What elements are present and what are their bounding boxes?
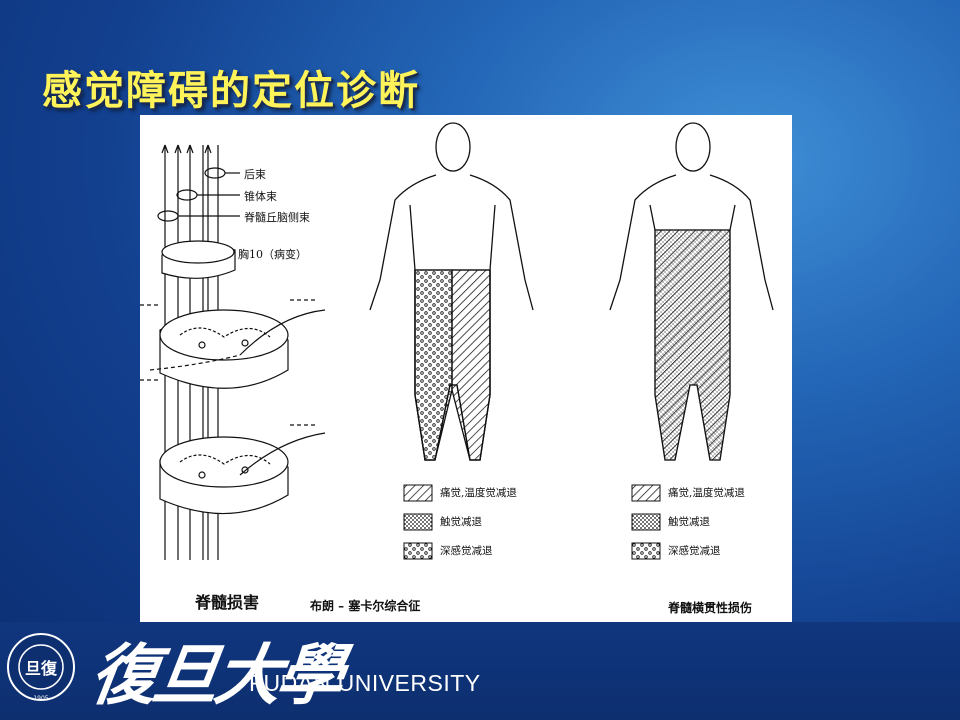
diagram-panel: 后束 锥体束 脊髓丘脑侧束 胸10（病变） 痛觉,温度觉减退 触觉减退 深感觉减…	[140, 115, 792, 624]
svg-text:旦復: 旦復	[25, 659, 58, 678]
caption-brown-sequard: 布朗 – 塞卡尔综合征	[310, 599, 421, 613]
body-figure-transverse	[609, 122, 774, 461]
diagram-svg	[140, 122, 774, 560]
legend-right-3: 深感觉减退	[668, 545, 721, 557]
legend-left-3: 深感觉减退	[440, 545, 493, 557]
label-lesion-level: 胸10（病变）	[238, 248, 307, 261]
university-seal-icon: 旦復 1905	[7, 633, 75, 702]
caption-main: 脊髓损害	[195, 593, 260, 612]
university-name: FUDAN UNIVERSITY	[249, 670, 481, 696]
legend-right-1: 痛觉,温度觉减退	[668, 487, 745, 499]
footer-bar: 旦復 1905 復旦大學 FUDAN UNIVERSITY	[0, 622, 960, 720]
label-spinothalamic-tract: 脊髓丘脑侧束	[244, 211, 310, 224]
slide-title: 感觉障碍的定位诊断	[42, 68, 420, 114]
legend-left-1: 痛觉,温度觉减退	[440, 487, 517, 499]
label-posterior-column: 后束	[244, 168, 266, 181]
legend-left-2: 触觉减退	[440, 516, 482, 528]
legend-right-2: 触觉减退	[668, 516, 710, 528]
svg-text:1905: 1905	[33, 695, 48, 702]
legend-swatches	[403, 484, 661, 560]
spinal-cord-diagram	[140, 144, 326, 560]
caption-transverse-lesion: 脊髓横贯性损伤	[668, 601, 753, 615]
body-figure-brown-sequard	[369, 122, 534, 461]
label-pyramidal-tract: 锥体束	[244, 190, 277, 203]
